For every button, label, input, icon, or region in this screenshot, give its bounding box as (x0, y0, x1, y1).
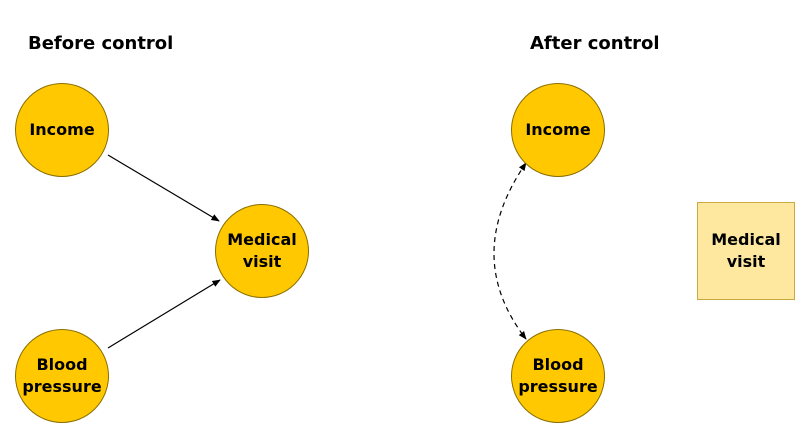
income-node-after: Income (511, 83, 605, 177)
medical-visit-node-before: Medical visit (215, 204, 309, 298)
blood-pressure-node-after: Blood pressure (511, 329, 605, 423)
edge-income-blood-pressure-dashed (493, 162, 527, 340)
after-control-title: After control (530, 33, 660, 54)
edge-blood-pressure-to-medical-visit (107, 279, 221, 349)
edge-income-to-medical-visit (107, 154, 220, 222)
income-node-before: Income (15, 83, 109, 177)
blood-pressure-node-before: Blood pressure (15, 329, 109, 423)
before-control-title: Before control (28, 33, 174, 54)
medical-visit-node-controlled: Medical visit (697, 202, 795, 300)
